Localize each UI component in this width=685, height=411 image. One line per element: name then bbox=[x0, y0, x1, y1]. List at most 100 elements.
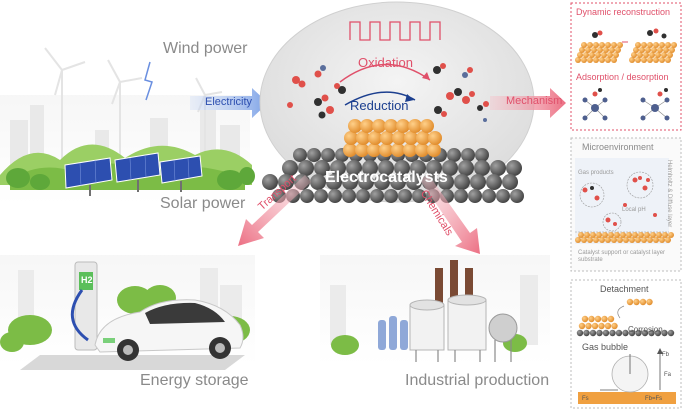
lattice-sphere bbox=[438, 174, 454, 190]
lattice-sphere bbox=[348, 119, 362, 133]
lattice-sphere bbox=[585, 47, 591, 53]
lattice-sphere bbox=[458, 160, 474, 176]
lattice-sphere bbox=[639, 47, 645, 53]
reconstruction-lattice-a bbox=[575, 30, 623, 63]
gas-products-label: Gas products bbox=[578, 170, 614, 176]
lattice-sphere bbox=[607, 52, 613, 58]
lattice-sphere bbox=[653, 28, 659, 34]
lattice-sphere bbox=[665, 237, 671, 243]
lattice-sphere bbox=[591, 47, 597, 53]
lattice-sphere bbox=[671, 42, 677, 48]
lattice-sphere bbox=[587, 57, 593, 63]
reconstruction-lattice-b bbox=[629, 28, 677, 63]
lattice-sphere bbox=[581, 315, 589, 323]
lattice-sphere bbox=[346, 160, 362, 176]
lattice-sphere bbox=[662, 232, 668, 238]
lattice-sphere bbox=[415, 143, 429, 157]
lattice-sphere bbox=[378, 160, 394, 176]
lattice-sphere bbox=[641, 237, 647, 243]
lattice-sphere bbox=[657, 47, 663, 53]
lattice-sphere bbox=[475, 148, 489, 162]
lattice-sphere bbox=[390, 174, 406, 190]
lattice-sphere bbox=[623, 237, 629, 243]
lattice-sphere bbox=[628, 329, 636, 337]
lattice-sphere bbox=[392, 131, 406, 145]
lattice-sphere bbox=[655, 52, 661, 58]
lattice-sphere bbox=[370, 189, 384, 203]
lattice-sphere bbox=[360, 119, 374, 133]
lattice-sphere bbox=[426, 160, 442, 176]
detachment-particles bbox=[576, 298, 675, 337]
lattice-sphere bbox=[641, 57, 647, 63]
lattice-sphere bbox=[611, 57, 617, 63]
lattice-sphere bbox=[262, 174, 278, 190]
reduction-label: Reduction bbox=[350, 98, 409, 113]
lattice-sphere bbox=[626, 298, 634, 306]
lattice-sphere bbox=[648, 329, 655, 337]
force-balance-label: Fb=Fs bbox=[645, 396, 663, 402]
lattice-sphere bbox=[427, 143, 441, 157]
lattice-sphere bbox=[482, 189, 496, 203]
lattice-sphere bbox=[367, 143, 381, 157]
lattice-sphere bbox=[590, 232, 596, 238]
lattice-sphere bbox=[647, 30, 653, 36]
lattice-sphere bbox=[643, 52, 649, 58]
lattice-sphere bbox=[575, 57, 581, 63]
lattice-sphere bbox=[576, 329, 584, 337]
lattice-sphere bbox=[589, 329, 597, 337]
lattice-sphere bbox=[474, 160, 490, 176]
lattice-sphere bbox=[661, 329, 668, 337]
lattice-sphere bbox=[454, 174, 470, 190]
energy-storage-scene bbox=[0, 255, 255, 370]
lattice-sphere bbox=[667, 329, 675, 337]
lattice-sphere bbox=[581, 57, 587, 63]
mechanism-arrow-label: Mechanism bbox=[506, 95, 563, 107]
lattice-sphere bbox=[314, 160, 330, 176]
lattice-sphere bbox=[649, 52, 655, 58]
lattice-sphere bbox=[583, 329, 590, 337]
lattice-sphere bbox=[611, 322, 618, 330]
lattice-sphere bbox=[584, 232, 590, 238]
lattice-sphere bbox=[581, 237, 587, 243]
lattice-sphere bbox=[638, 232, 644, 238]
lattice-sphere bbox=[661, 33, 667, 39]
lattice-sphere bbox=[326, 174, 342, 190]
lattice-sphere bbox=[461, 148, 475, 162]
lattice-sphere bbox=[661, 52, 667, 58]
lattice-sphere bbox=[428, 131, 442, 145]
lattice-sphere bbox=[596, 329, 603, 337]
lattice-sphere bbox=[374, 174, 390, 190]
energy-storage-label: Energy storage bbox=[140, 372, 249, 389]
lattice-sphere bbox=[641, 329, 649, 337]
lattice-sphere bbox=[486, 174, 502, 190]
lattice-sphere bbox=[602, 329, 610, 337]
charger-h2-label: H2 bbox=[81, 275, 93, 285]
lattice-sphere bbox=[599, 57, 605, 63]
force-fb-label: Fb bbox=[662, 352, 670, 358]
lattice-sphere bbox=[667, 52, 673, 58]
lattice-sphere bbox=[591, 322, 599, 330]
blue-tanks bbox=[378, 316, 408, 350]
lattice-sphere bbox=[604, 322, 612, 330]
lattice-sphere bbox=[650, 232, 656, 238]
lattice-sphere bbox=[611, 42, 617, 48]
lattice-sphere bbox=[629, 57, 635, 63]
local-ph-label: Local pH bbox=[622, 207, 646, 213]
lattice-sphere bbox=[342, 189, 356, 203]
lattice-sphere bbox=[659, 42, 665, 48]
lattice-sphere bbox=[659, 237, 665, 243]
lattice-sphere bbox=[581, 42, 587, 48]
lattice-sphere bbox=[342, 174, 358, 190]
lattice-sphere bbox=[647, 57, 653, 63]
lattice-sphere bbox=[420, 119, 434, 133]
lattice-sphere bbox=[278, 174, 294, 190]
lattice-sphere bbox=[653, 57, 659, 63]
lattice-sphere bbox=[398, 189, 412, 203]
lattice-sphere bbox=[506, 160, 522, 176]
catalyst-particles bbox=[343, 119, 442, 157]
charging-station-icon bbox=[70, 261, 98, 351]
lattice-sphere bbox=[653, 42, 659, 48]
lattice-sphere bbox=[615, 329, 623, 337]
lattice-sphere bbox=[598, 322, 605, 330]
lattice-sphere bbox=[599, 237, 605, 243]
